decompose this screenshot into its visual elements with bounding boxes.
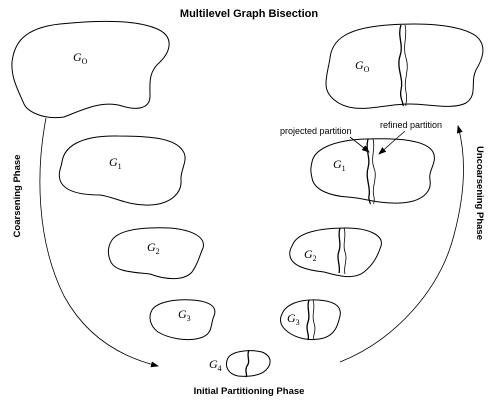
graph-g3-right (279, 299, 341, 341)
graph-g1-right (310, 138, 435, 204)
graph-g2-left (107, 227, 204, 280)
graph-g4-partition (245, 349, 250, 378)
callout-refined-partition: refined partition (380, 120, 442, 130)
callout-refined-arrow (378, 130, 406, 155)
uncoarsening-phase-label: Uncoarsening Phase (474, 146, 485, 240)
graph-g2-right-partition-projected (343, 227, 347, 275)
graph-label-g0-right: GO (355, 58, 370, 74)
graph-g2-right (289, 227, 382, 278)
coarsening-phase-label: Coarsening Phase (12, 155, 23, 238)
graph-g0-right-partition-refined (398, 24, 404, 107)
graph-label-g1-left: G1 (109, 155, 122, 171)
callout-projected-arrow (349, 136, 370, 153)
callout-projected-partition: projected partition (280, 126, 352, 136)
graph-g3-right-partition-refined (306, 299, 310, 341)
graph-g3-left (149, 299, 216, 341)
graph-label-g3-right: G3 (287, 311, 300, 327)
graph-g0-right (325, 23, 484, 109)
graph-label-g2-left: G2 (147, 240, 160, 256)
graph-label-g4: G4 (209, 357, 222, 373)
graph-label-g0-left: GO (73, 50, 88, 66)
graph-label-g1-right: G1 (333, 157, 346, 173)
diagram-title: Multilevel Graph Bisection (180, 8, 318, 20)
graph-g0-right-partition-projected (404, 24, 408, 107)
graph-label-g3-left: G3 (178, 307, 191, 323)
graph-g1-right-partition-refined (366, 138, 371, 205)
initial-partitioning-phase-label: Initial Partitioning Phase (194, 386, 305, 397)
graph-g2-right-partition-refined (337, 227, 341, 274)
coarsening-arrow (39, 117, 159, 368)
graph-g1-right-partition-projected (372, 138, 376, 205)
graph-g1-left (58, 135, 186, 206)
uncoarsening-arrow (339, 125, 464, 363)
graph-g3-right-partition-projected (312, 299, 316, 341)
graph-label-g2-right: G2 (304, 247, 317, 263)
graph-g0-left (11, 20, 170, 119)
